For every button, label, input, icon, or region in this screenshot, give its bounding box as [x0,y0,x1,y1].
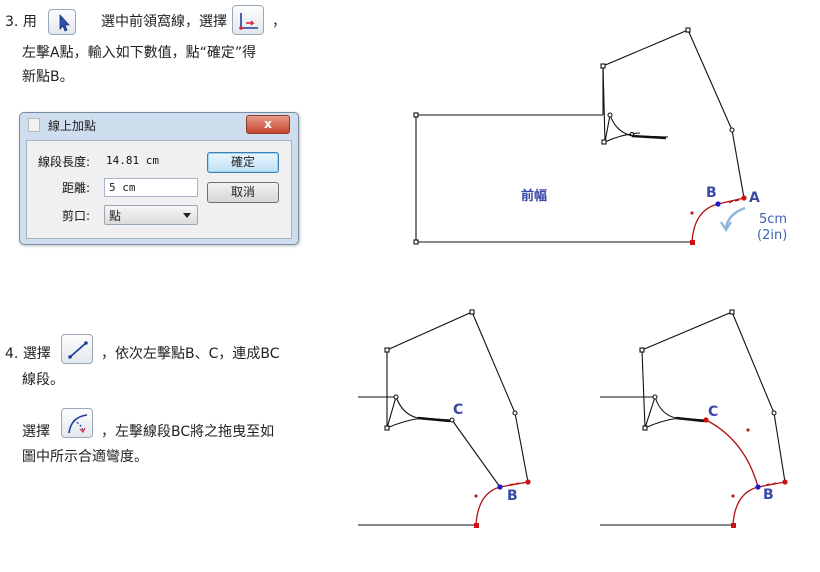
diagram-2 [358,309,531,528]
d3-point-c-label: C [708,404,719,420]
line-tool-button[interactable] [61,334,93,364]
chevron-down-icon [183,213,191,218]
step3-line3: 新點B。 [22,69,74,85]
d2-point-b-label: B [507,488,518,504]
step3-number: 3. [5,14,19,30]
select-tool-button[interactable] [48,9,76,35]
step4-number: 4. [5,346,19,362]
step4-text-a: ，依次左擊點B、C，連成BC [101,346,280,362]
dialog-title: 線上加點 [48,119,97,133]
cut-select[interactable]: 點 [104,205,198,225]
step3-text-a-tail: ， [272,14,286,30]
ok-button[interactable]: 確定 [207,152,279,173]
point-b-label: B [706,185,717,201]
step4-line3-lead: 選擇 [22,424,50,440]
piece-label-front: 前幅 [521,189,548,204]
distance-label: 距離: [62,181,91,195]
length-label: 線段長度: [38,155,91,169]
cursor-arrow-icon [59,13,70,32]
distance-input[interactable]: 5 cm [104,178,198,197]
add-point-tool-button[interactable] [232,5,264,35]
step3-lead: 用 [22,14,37,30]
step4-line2: 線段。 [22,372,64,388]
close-button[interactable]: x [246,115,290,134]
step3-line1: 3. 用 [5,11,37,33]
add-point-on-line-icon [239,13,258,30]
dialog-body: 線段長度: 14.81 cm 確定 距離: 5 cm 取消 剪口: 點 [26,140,292,239]
cut-label: 剪口: [62,209,91,223]
d2-point-c-label: C [453,402,464,418]
app-icon [28,118,40,132]
step3-line2: 左擊A點，輸入如下數值，點“確定”得 [22,45,257,61]
add-point-dialog: 線上加點 x 線段長度: 14.81 cm 確定 距離: 5 cm 取消 剪口:… [19,112,299,245]
point-a-label: A [749,190,760,206]
line-tool-icon [68,341,88,359]
step3-text-a: 選中前領窩線，選擇 [101,14,227,30]
step4-line1: 4. 選擇 [5,343,51,365]
cut-select-value: 點 [109,209,122,223]
distance-note-in: (2in) [757,228,788,243]
curve-adjust-icon [68,414,88,434]
cancel-button[interactable]: 取消 [207,182,279,203]
diagram-1 [413,27,747,245]
length-value: 14.81 cm [106,154,159,167]
diagram-3 [600,309,788,528]
distance-note-cm: 5cm [759,212,788,227]
step4-lead: 選擇 [22,346,51,362]
curve-tool-button[interactable] [61,408,93,438]
step4-line3-text: ，左擊線段BC將之拖曳至如 [101,424,275,440]
step4-line4: 圖中所示合適彎度。 [22,449,148,465]
d3-point-b-label: B [763,487,774,503]
